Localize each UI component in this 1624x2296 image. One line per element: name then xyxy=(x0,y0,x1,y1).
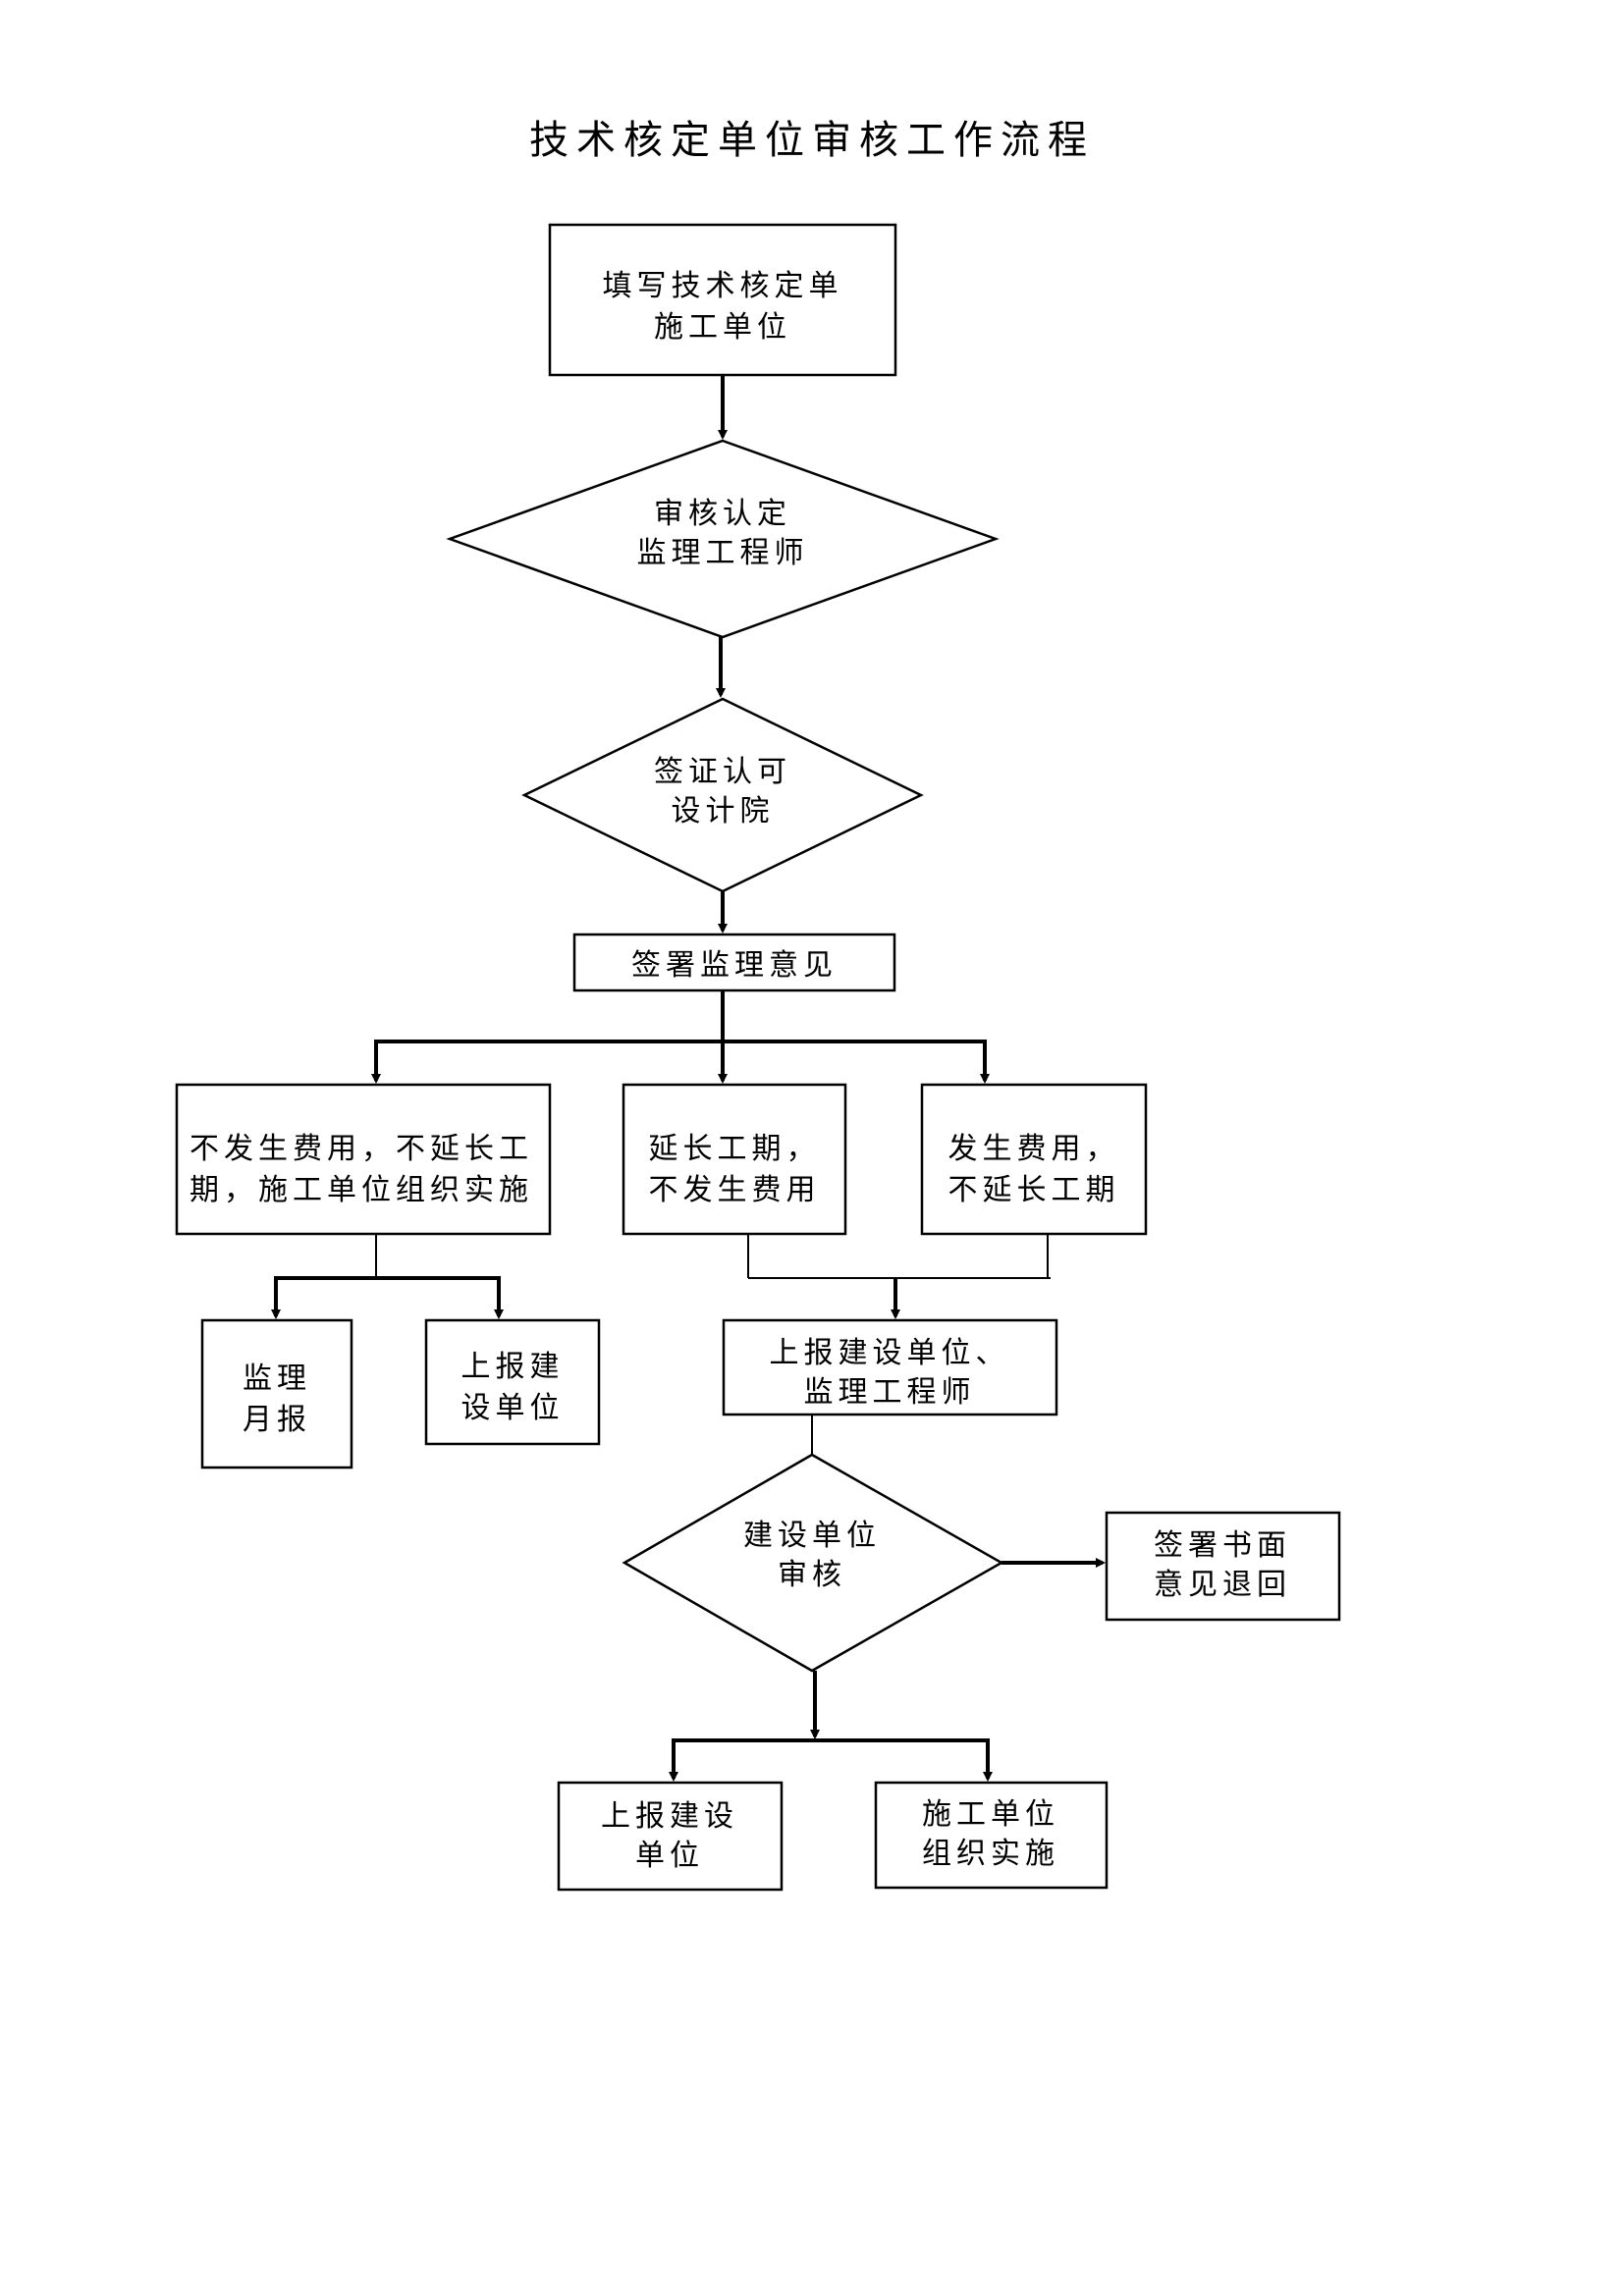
node-cost-no-delay-line2: 不延长工期 xyxy=(948,1173,1120,1207)
node-written-rejection-line2: 意见退回 xyxy=(1154,1568,1291,1602)
edge-three-way-branch xyxy=(371,990,990,1084)
node-written-rejection-line1: 签署书面 xyxy=(1154,1528,1291,1563)
node-no-cost-no-delay-line2: 期，施工单位组织实施 xyxy=(189,1173,533,1207)
node-contractor-implement: 施工单位 组织实施 xyxy=(874,1781,1109,1890)
node-sign-opinion-line1: 签署监理意见 xyxy=(631,948,838,983)
node-review-confirm-line2: 监理工程师 xyxy=(637,536,809,570)
node-fill-form: 填写技术核定单 施工单位 xyxy=(548,223,897,377)
node-sign-approve-line1: 签证认可 xyxy=(654,755,791,789)
node-sign-approve: 签证认可 设计院 xyxy=(521,697,924,893)
node-owner-review-line1: 建设单位 xyxy=(743,1519,881,1553)
node-delay-no-cost: 延长工期， 不发生费用 xyxy=(622,1083,847,1236)
node-report-owner-left: 上报建 设单位 xyxy=(424,1318,601,1446)
node-no-cost-no-delay: 不发生费用，不延长工 期，施工单位组织实施 xyxy=(175,1083,552,1236)
node-report-owner-bottom-line2: 单位 xyxy=(635,1839,704,1873)
node-cost-no-delay-line1: 发生费用， xyxy=(948,1132,1120,1166)
node-report-owner-left-line1: 上报建 xyxy=(461,1350,565,1384)
edge-branch-bc-merge xyxy=(747,1234,1051,1319)
node-report-owner-supervisor-line1: 上报建设单位、 xyxy=(770,1336,1010,1370)
node-report-owner-supervisor-line2: 监理工程师 xyxy=(804,1375,976,1410)
node-fill-form-line2: 施工单位 xyxy=(654,310,791,345)
node-cost-no-delay: 发生费用， 不延长工期 xyxy=(920,1083,1148,1236)
edge-owner-review-split xyxy=(669,1671,993,1782)
node-contractor-implement-line1: 施工单位 xyxy=(922,1797,1059,1832)
node-report-owner-supervisor: 上报建设单位、 监理工程师 xyxy=(722,1318,1058,1416)
node-sign-opinion: 签署监理意见 xyxy=(572,933,896,992)
node-contractor-implement-line2: 组织实施 xyxy=(922,1837,1059,1871)
node-monthly-report-line1: 监理 xyxy=(243,1362,311,1396)
node-delay-no-cost-line2: 不发生费用 xyxy=(649,1173,821,1207)
node-fill-form-line1: 填写技术核定单 xyxy=(603,269,843,303)
node-report-owner-bottom: 上报建设 单位 xyxy=(557,1781,784,1892)
edge-branch-a-split xyxy=(271,1234,504,1319)
node-monthly-report: 监理 月报 xyxy=(200,1318,353,1469)
node-sign-approve-line2: 设计院 xyxy=(672,794,775,828)
node-written-rejection: 签署书面 意见退回 xyxy=(1105,1511,1341,1622)
node-report-owner-bottom-line1: 上报建设 xyxy=(601,1799,738,1834)
node-owner-review-line2: 审核 xyxy=(778,1558,846,1592)
node-review-confirm: 审核认定 监理工程师 xyxy=(446,439,1000,639)
page-title: 技术核定单位审核工作流程 xyxy=(529,118,1095,163)
node-report-owner-left-line2: 设单位 xyxy=(461,1391,565,1425)
node-no-cost-no-delay-line1: 不发生费用，不延长工 xyxy=(189,1132,533,1166)
node-delay-no-cost-line1: 延长工期， xyxy=(649,1132,821,1166)
node-review-confirm-line1: 审核认定 xyxy=(654,497,791,531)
node-monthly-report-line2: 月报 xyxy=(243,1403,311,1437)
node-owner-review: 建设单位 审核 xyxy=(622,1453,1004,1673)
